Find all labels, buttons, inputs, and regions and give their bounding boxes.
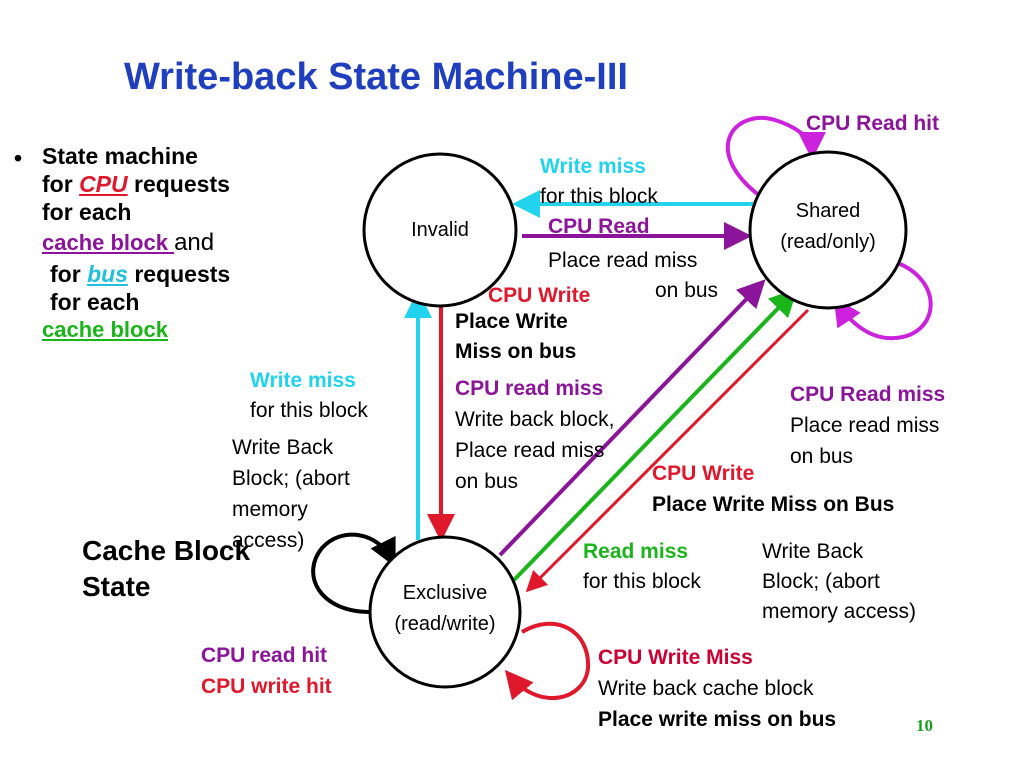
loop-shared-right bbox=[833, 260, 933, 341]
cache-block-state-1: Cache Block bbox=[82, 535, 251, 566]
label-read-miss: Read miss bbox=[583, 540, 689, 563]
label-cpu-read-miss-4: on bus bbox=[455, 470, 519, 493]
arrow-exclusive-to-shared-purple bbox=[498, 279, 766, 557]
label-cpu-read-miss-right: CPU Read miss bbox=[790, 383, 946, 406]
state-exclusive-label-2: (read/write) bbox=[394, 613, 496, 635]
label-place-write-2: Miss on bus bbox=[455, 340, 577, 363]
label-cpu-read-miss-2: Write back block, bbox=[455, 408, 615, 431]
label-cpu-read-hit: CPU Read hit bbox=[806, 112, 940, 135]
loop-shared-top bbox=[725, 116, 826, 198]
label-cpu-read-miss: CPU read miss bbox=[455, 377, 604, 400]
bullet-line-5: for bus requests bbox=[50, 261, 231, 287]
label-place-read-miss-2: on bus bbox=[655, 279, 719, 302]
label-cpu-write-miss: CPU Write Miss bbox=[598, 646, 753, 669]
page-title: Write-back State Machine-III bbox=[124, 56, 628, 98]
cache-block-state-2: State bbox=[82, 571, 151, 602]
label-cpu-read: CPU Read bbox=[548, 215, 650, 238]
label-cpu-write-2: CPU Write bbox=[652, 462, 755, 485]
loop-exclusive-bottom bbox=[504, 621, 591, 701]
label-write-back-left-2: Block; (abort bbox=[232, 467, 350, 490]
state-shared-label-1: Shared bbox=[795, 200, 861, 222]
state-shared-label-2: (read/only) bbox=[780, 231, 876, 253]
label-write-miss-left: Write miss bbox=[250, 369, 356, 392]
label-read-miss-2: for this block bbox=[583, 570, 701, 593]
bullet-line-6: for each bbox=[50, 289, 140, 315]
state-exclusive bbox=[368, 535, 522, 689]
label-cpu-write: CPU Write bbox=[488, 284, 591, 307]
label-write-back-left-1: Write Back bbox=[232, 436, 334, 459]
bullet-line-2: for CPU requests bbox=[42, 171, 230, 197]
bullet-line-4: cache block and bbox=[42, 229, 215, 256]
label-write-back-right-3: memory access) bbox=[762, 600, 917, 623]
label-cpu-read-miss-right-2: Place read miss bbox=[790, 414, 940, 437]
bullet-line-7: cache block bbox=[42, 317, 168, 342]
bullet-line-3: for each bbox=[42, 199, 132, 225]
label-place-read-miss-1: Place read miss bbox=[548, 249, 698, 272]
state-invalid bbox=[362, 152, 518, 308]
label-cpu-write-hit-excl: CPU write hit bbox=[201, 675, 332, 698]
loop-exclusive-left bbox=[311, 532, 396, 614]
label-write-miss-top: Write miss bbox=[540, 155, 646, 178]
label-write-back-right-2: Block; (abort bbox=[762, 570, 880, 593]
arrow-shared-to-exclusive bbox=[525, 308, 810, 593]
bullet-line-1: State machine bbox=[42, 143, 198, 169]
label-cpu-read-miss-right-3: on bus bbox=[790, 445, 854, 468]
label-write-miss-left-2: for this block bbox=[250, 399, 368, 422]
state-exclusive-label-1: Exclusive bbox=[402, 582, 488, 604]
label-cpu-write-miss-3: Place write miss on bus bbox=[598, 708, 837, 731]
label-write-back-left-3: memory bbox=[232, 498, 308, 521]
label-cpu-read-miss-3: Place read miss bbox=[455, 439, 605, 462]
label-place-write-1: Place Write bbox=[455, 310, 568, 333]
bullet-marker: • bbox=[14, 145, 23, 171]
label-write-back-right-1: Write Back bbox=[762, 540, 864, 563]
label-write-miss-top-2: for this block bbox=[540, 185, 658, 208]
arrow-exclusive-to-shared-green bbox=[512, 288, 798, 582]
label-place-write-miss-bus: Place Write Miss on Bus bbox=[652, 493, 895, 516]
page-number: 10 bbox=[916, 716, 933, 735]
label-write-back-left-4: access) bbox=[232, 529, 305, 552]
state-shared bbox=[748, 150, 908, 310]
label-cpu-read-hit-excl: CPU read hit bbox=[201, 644, 328, 667]
state-invalid-label: Invalid bbox=[411, 219, 469, 241]
label-cpu-write-miss-2: Write back cache block bbox=[598, 677, 814, 700]
